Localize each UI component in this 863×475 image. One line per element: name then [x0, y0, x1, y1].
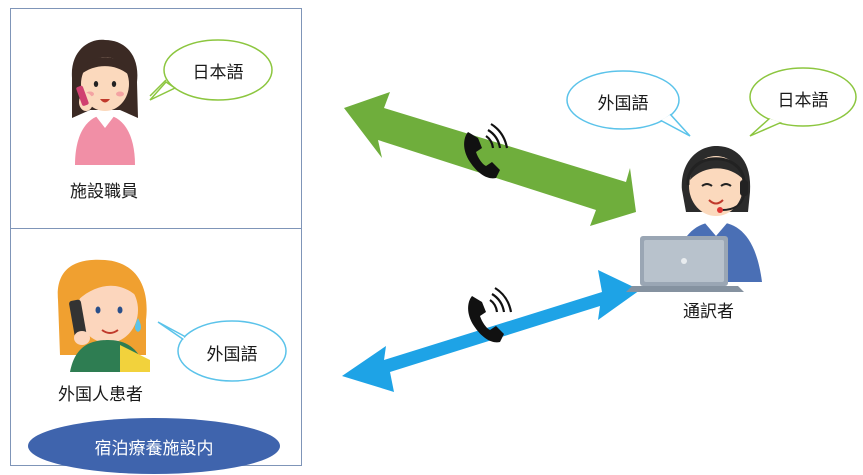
- staff-label: 施設職員: [70, 182, 138, 202]
- patient-label: 外国人患者: [58, 385, 143, 405]
- top-double-arrow: [344, 92, 636, 226]
- staff-bubble-text: 日本語: [192, 63, 244, 83]
- phone-icon: [464, 123, 509, 179]
- phone-icon: [468, 287, 513, 343]
- interpreter-japanese-bubble: [749, 67, 857, 137]
- interpreter-person-icon: [626, 145, 762, 292]
- staff-person-icon: [71, 39, 138, 165]
- facility-location-ellipse: [28, 418, 280, 474]
- facility-divider: [10, 228, 302, 229]
- interpreter-japanese-bubble-text: 日本語: [777, 91, 829, 111]
- interpreter-foreign-bubble-text: 外国語: [597, 94, 649, 114]
- interpreter-label: 通訳者: [683, 302, 734, 322]
- staff-speech-bubble: [149, 39, 273, 101]
- patient-bubble-text: 外国語: [206, 345, 258, 365]
- patient-person-icon: [57, 259, 150, 372]
- patient-speech-bubble: [157, 320, 287, 382]
- interpreter-foreign-bubble: [566, 70, 691, 137]
- facility-location-label: 宿泊療養施設内: [94, 438, 214, 459]
